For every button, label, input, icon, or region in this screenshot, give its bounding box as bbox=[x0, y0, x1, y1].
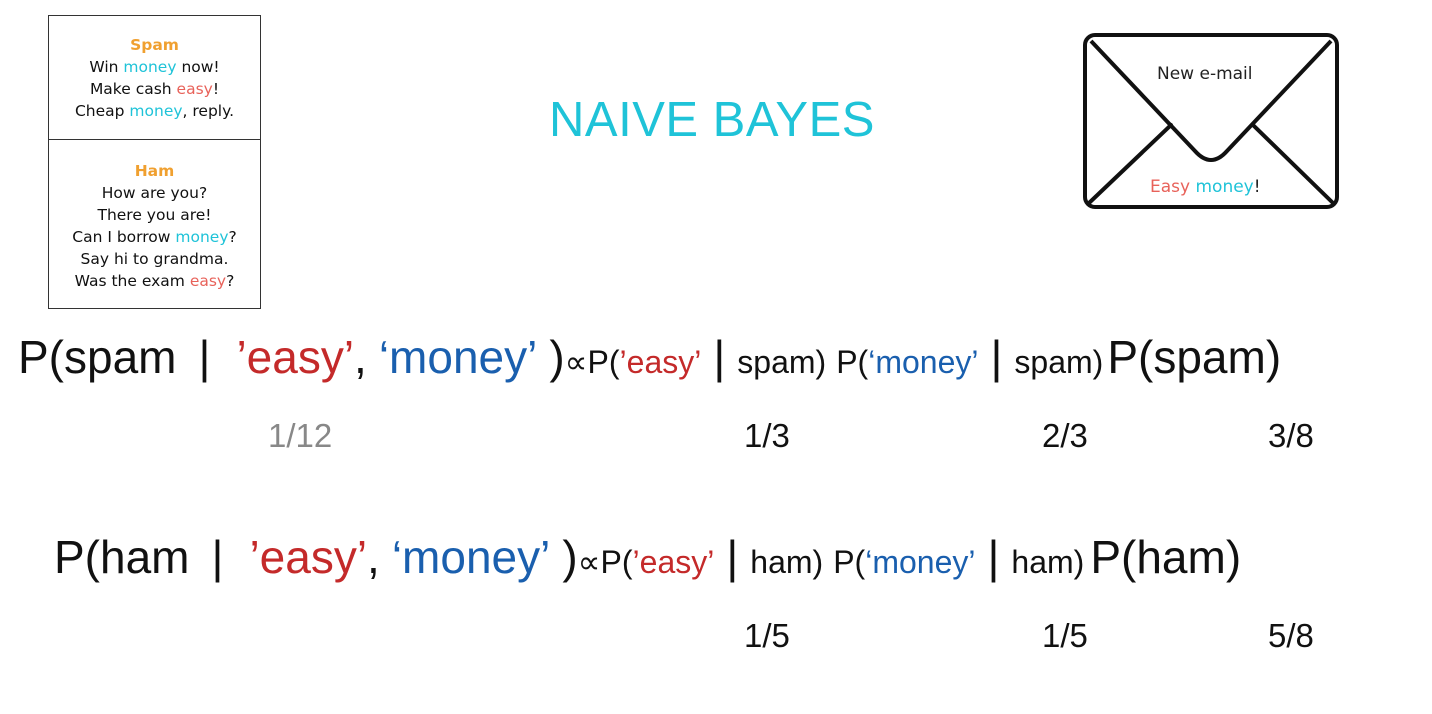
ham-line: Say hi to grandma. bbox=[49, 248, 260, 270]
line-text: Cheap bbox=[74, 102, 130, 120]
money-keyword: money bbox=[175, 228, 229, 246]
page-title: NAIVE BAYES bbox=[549, 93, 875, 147]
ham-money-value: 1/5 bbox=[1042, 617, 1088, 654]
ham-line: There you are! bbox=[49, 204, 260, 226]
spam-line: Cheap money, reply. bbox=[49, 100, 260, 122]
money-keyword: money bbox=[129, 102, 183, 120]
easy-keyword: easy bbox=[189, 272, 227, 290]
spam-t1-easy: ’easy’ bbox=[619, 344, 702, 380]
line-text: ? bbox=[228, 228, 237, 246]
email-envelope: New e-mail Easy money! bbox=[1083, 33, 1339, 210]
email-word-money: money bbox=[1195, 177, 1254, 197]
spam-examples: Spam Win money now!Make cash easy!Cheap … bbox=[49, 16, 260, 140]
spam-line: Make cash easy! bbox=[49, 78, 260, 100]
spam-equation: P(spam | ’easy’ , ‘money’ ) ∝ P( ’easy’ … bbox=[18, 330, 1281, 384]
ham-t1-open: P( bbox=[600, 544, 633, 580]
line-text: now! bbox=[176, 58, 220, 76]
spam-money: ‘money’ bbox=[378, 331, 538, 383]
spam-t2-rest: spam) bbox=[1014, 344, 1104, 380]
line-text: Win bbox=[89, 58, 124, 76]
ham-t2-rest: ham) bbox=[1011, 544, 1085, 580]
ham-line: How are you? bbox=[49, 182, 260, 204]
spam-t2-bar: | bbox=[990, 331, 1003, 383]
spam-lhs: P(spam bbox=[18, 331, 177, 383]
line-text: ? bbox=[226, 272, 235, 290]
spam-proportional: ∝ bbox=[564, 344, 588, 380]
spam-t2-open: P( bbox=[836, 344, 869, 380]
line-text: There you are! bbox=[97, 206, 212, 224]
spam-prior: P(spam) bbox=[1107, 331, 1282, 383]
ham-t2-money: ‘money’ bbox=[865, 544, 976, 580]
spam-line: Win money now! bbox=[49, 56, 260, 78]
ham-given-bar: | bbox=[211, 531, 224, 583]
envelope-icon bbox=[1083, 33, 1339, 209]
spam-easy: ’easy’ bbox=[236, 331, 355, 383]
ham-close: ) bbox=[562, 531, 578, 583]
ham-equation: P(ham | ’easy’ , ‘money’ ) ∝ P( ’easy’ |… bbox=[54, 530, 1241, 584]
ham-line: Can I borrow money? bbox=[49, 226, 260, 248]
ham-comma: , bbox=[367, 531, 380, 583]
ham-examples: Ham How are you? There you are! Can I borr… bbox=[49, 140, 260, 292]
money-keyword: money bbox=[123, 58, 177, 76]
spam-heading: Spam bbox=[130, 36, 179, 54]
ham-easy: ’easy’ bbox=[249, 531, 368, 583]
spam-lines: Win money now!Make cash easy!Cheap money… bbox=[49, 56, 260, 122]
ham-t2-open: P( bbox=[833, 544, 866, 580]
ham-heading: Ham bbox=[134, 162, 175, 180]
line-text: Can I borrow bbox=[72, 228, 176, 246]
ham-t1-bar: | bbox=[726, 531, 739, 583]
ham-money: ‘money’ bbox=[391, 531, 551, 583]
spam-t1-rest: spam) bbox=[737, 344, 827, 380]
spam-prior-value: 3/8 bbox=[1268, 417, 1314, 454]
ham-t1-rest: ham) bbox=[750, 544, 824, 580]
spam-posterior-value: 1/12 bbox=[268, 417, 333, 454]
spam-easy-value: 1/3 bbox=[744, 417, 790, 454]
line-text: Was the exam bbox=[74, 272, 190, 290]
ham-easy-value: 1/5 bbox=[744, 617, 790, 654]
ham-proportional: ∝ bbox=[577, 544, 601, 580]
line-text: How are you? bbox=[101, 184, 208, 202]
line-text: , reply. bbox=[182, 102, 235, 120]
spam-money-value: 2/3 bbox=[1042, 417, 1088, 454]
line-text: Make cash bbox=[89, 80, 177, 98]
line-text: Say hi to grandma. bbox=[80, 250, 229, 268]
email-punct: ! bbox=[1253, 177, 1261, 197]
ham-line: Was the exam easy? bbox=[49, 270, 260, 292]
email-header: New e-mail bbox=[1157, 64, 1253, 84]
spam-given-bar: | bbox=[198, 331, 211, 383]
ham-t1-easy: ’easy’ bbox=[632, 544, 715, 580]
dataset-table: Spam Win money now!Make cash easy!Cheap … bbox=[48, 15, 261, 309]
spam-t2-money: ‘money’ bbox=[868, 344, 979, 380]
spam-comma: , bbox=[354, 331, 367, 383]
ham-lines: How are you? There you are! Can I borrow m… bbox=[49, 182, 260, 292]
easy-keyword: easy bbox=[176, 80, 213, 98]
ham-prior-value: 5/8 bbox=[1268, 617, 1314, 654]
email-body: Easy money! bbox=[1150, 177, 1261, 197]
spam-t1-open: P( bbox=[587, 344, 620, 380]
ham-lhs: P(ham bbox=[54, 531, 190, 583]
ham-t2-bar: | bbox=[987, 531, 1000, 583]
spam-t1-bar: | bbox=[713, 331, 726, 383]
spam-close: ) bbox=[549, 331, 565, 383]
email-word-easy: Easy bbox=[1150, 177, 1191, 197]
line-text: ! bbox=[212, 80, 220, 98]
ham-prior: P(ham) bbox=[1090, 531, 1242, 583]
